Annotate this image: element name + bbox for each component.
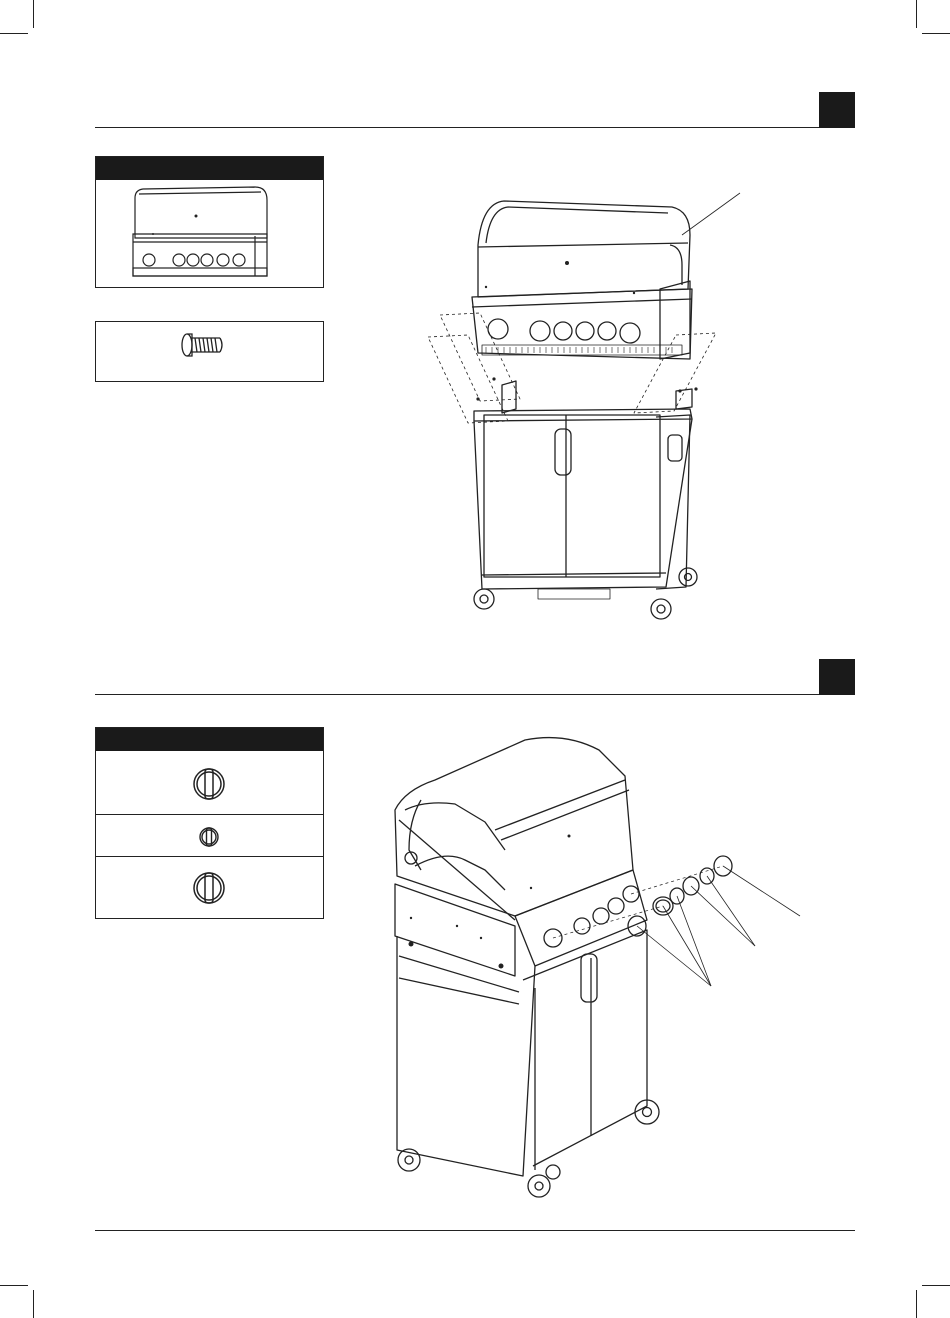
step-1-assembly-illustration bbox=[420, 185, 750, 635]
step-1-number-block bbox=[819, 92, 855, 128]
knob-cell-large-1 bbox=[96, 751, 323, 814]
grill-head-thumbnail-icon bbox=[95, 156, 324, 288]
step-1-hardware-panel bbox=[95, 321, 324, 382]
step-1-rule bbox=[95, 127, 855, 128]
knob-cell-small bbox=[96, 814, 323, 856]
control-knob-small-icon bbox=[194, 822, 224, 852]
step-2-assembly-illustration bbox=[385, 730, 805, 1200]
page-bottom-rule bbox=[95, 1230, 855, 1231]
grill-lid-shape bbox=[478, 201, 690, 297]
control-knob-large-icon bbox=[189, 764, 229, 804]
crop-mark-bottom-left-h bbox=[0, 1285, 28, 1286]
grill-lid-shape bbox=[395, 738, 633, 916]
crop-mark-top-right-v bbox=[916, 0, 917, 28]
crop-mark-bottom-left-v bbox=[33, 1290, 34, 1318]
crop-mark-top-left-h bbox=[0, 33, 28, 34]
crop-mark-bottom-right-h bbox=[922, 1285, 950, 1286]
parts-panel-header bbox=[96, 728, 323, 751]
crop-mark-top-left-v bbox=[33, 0, 34, 28]
crop-mark-bottom-right-v bbox=[916, 1290, 917, 1318]
step-2-parts-panel bbox=[95, 727, 324, 919]
control-knob-large-icon bbox=[189, 868, 229, 908]
crop-mark-top-right-h bbox=[922, 33, 950, 34]
knob-cell-large-2 bbox=[96, 856, 323, 919]
step-2-number-block bbox=[819, 659, 855, 695]
step-2-rule bbox=[95, 694, 855, 695]
step-1-parts-panel bbox=[95, 156, 324, 288]
screw-icon bbox=[178, 330, 238, 360]
